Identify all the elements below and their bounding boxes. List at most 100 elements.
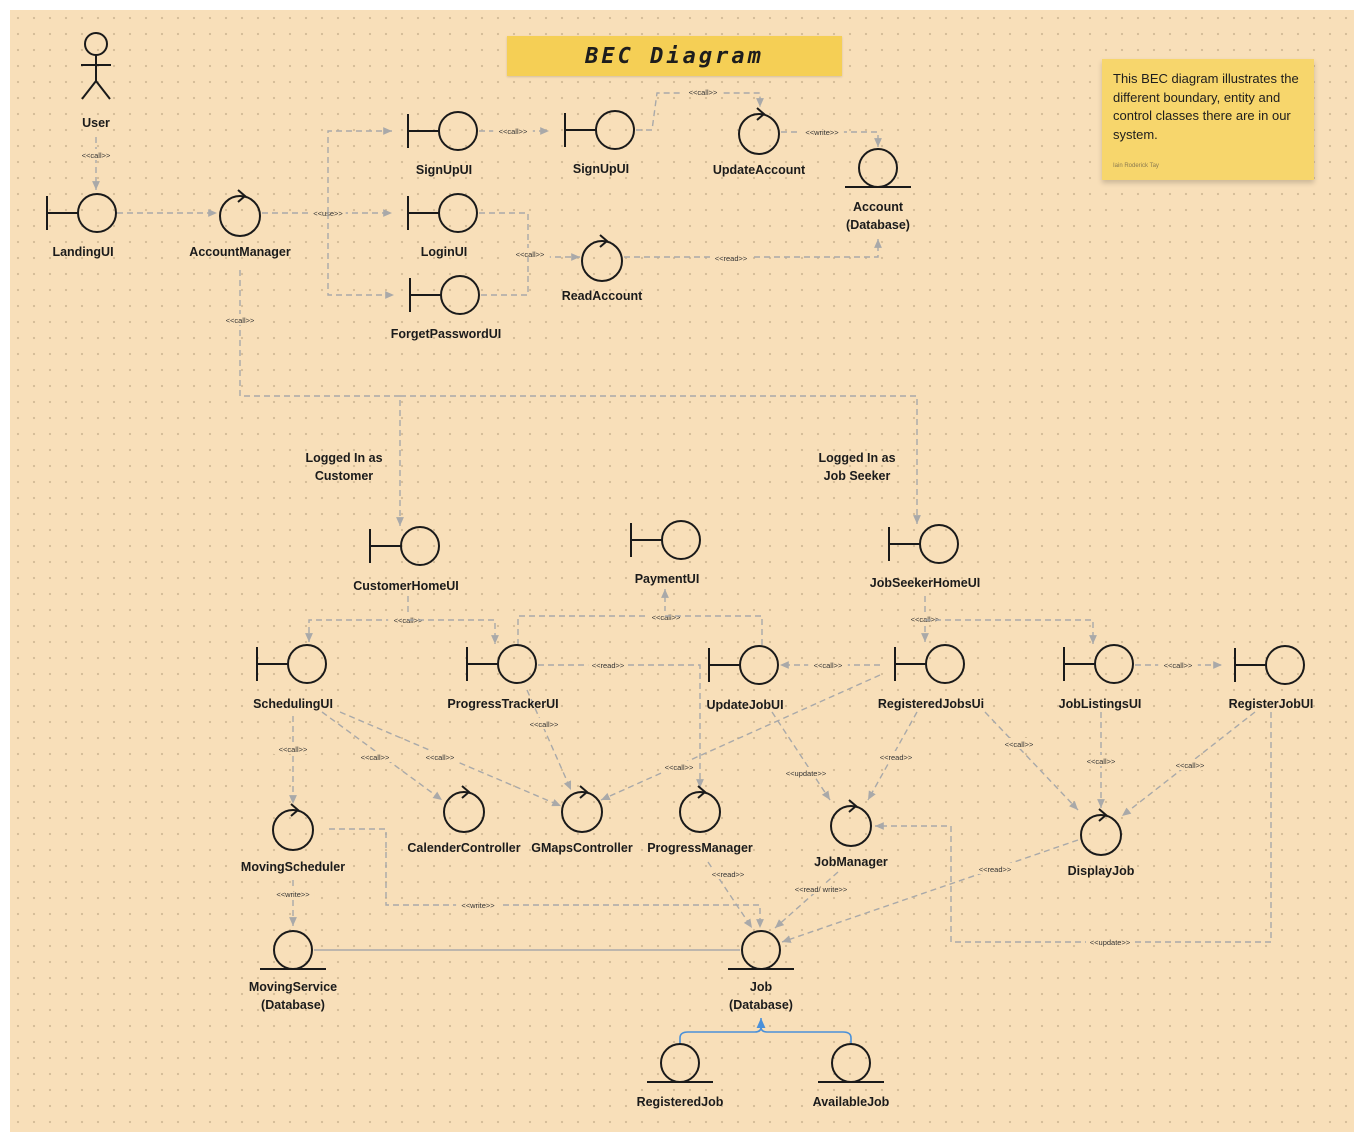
boundary-custhome[interactable] [369, 526, 440, 566]
boundary-signup1[interactable] [407, 111, 478, 151]
entity-account-sublabel: (Database) [846, 218, 910, 232]
relation-label-bg [220, 314, 260, 325]
boundary-registerjob[interactable] [1234, 645, 1305, 685]
relation-jobmgr-to-job [774, 871, 839, 929]
entity-registeredjob[interactable] [647, 1043, 713, 1083]
entity-job-sublabel: (Database) [729, 998, 793, 1012]
relation-updatejob-to-jobmgr [771, 711, 831, 801]
entity-movservice[interactable] [260, 930, 326, 970]
boundary-joblistings[interactable] [1063, 644, 1134, 684]
boundary-regjobsui-label: RegisteredJobsUi [878, 697, 984, 711]
relation-label-bg [1086, 936, 1134, 947]
boundary-login-label: LoginUI [421, 245, 468, 259]
relation-label: <<call>> [279, 745, 308, 754]
boundary-login[interactable] [407, 193, 478, 233]
boundary-forget-label: ForgetPasswordUI [391, 327, 501, 341]
boundary-signup2[interactable] [564, 110, 635, 150]
control-circle-icon [679, 791, 721, 833]
bec-diagram: <<call>><<use>><<call>><<call>><<write>>… [46, 32, 1313, 1109]
control-arrow-icon [461, 785, 471, 799]
boundary-landing[interactable] [46, 193, 117, 233]
boundary-custhome-label: CustomerHomeUI [353, 579, 459, 593]
relation-label: <<read>> [979, 865, 1012, 874]
control-circle-icon [272, 809, 314, 851]
boundary-circle-icon [1094, 644, 1134, 684]
relation-progtracker-to-payment [517, 589, 669, 645]
entity-circle-icon [831, 1043, 871, 1083]
relation-movsched-to-job [329, 828, 764, 928]
control-calender-label: CalenderController [407, 841, 520, 855]
relation-label-bg [708, 868, 748, 879]
control-readacc-label: ReadAccount [562, 289, 643, 303]
relation-label-bg [524, 718, 564, 729]
relation-label: <<read>> [880, 753, 913, 762]
relation-label: <<update>> [1090, 938, 1131, 947]
entity-job-label: Job [750, 980, 773, 994]
relation-label-bg [420, 751, 460, 762]
actor-user[interactable] [81, 32, 111, 100]
boundary-forget[interactable] [409, 275, 480, 315]
boundary-landing-label: LandingUI [52, 245, 113, 259]
relation-label-bg [782, 767, 830, 778]
boundary-signup2-label: SignUpUI [573, 162, 629, 176]
entity-account[interactable] [845, 148, 911, 188]
boundary-signup1-label: SignUpUI [416, 163, 472, 177]
group-jobseeker-line2: Job Seeker [824, 469, 891, 483]
diagram-title: BEC Diagram [585, 43, 764, 69]
control-arrow-icon [848, 799, 858, 813]
control-arrow-icon [697, 785, 707, 799]
control-progmgr[interactable] [679, 785, 721, 833]
boundary-circle-icon [440, 275, 480, 315]
boundary-payment[interactable] [630, 520, 701, 560]
entity-job[interactable] [728, 930, 794, 970]
boundary-joblistings-label: JobListingsUI [1059, 697, 1142, 711]
relation-custhome-to-progtracker [408, 619, 499, 644]
control-updateacc[interactable] [738, 107, 780, 155]
boundary-payment-label: PaymentUI [635, 572, 700, 586]
relation-custhome-to-scheduling [305, 596, 409, 642]
control-accmgr[interactable] [219, 189, 261, 237]
control-movsched-label: MovingScheduler [241, 860, 345, 874]
diagram-title-box: BEC Diagram [507, 36, 842, 76]
control-progmgr-label: ProgressManager [647, 841, 753, 855]
relation-label-bg [456, 899, 500, 910]
boundary-jshome[interactable] [888, 524, 959, 564]
entity-availablejob-label: AvailableJob [813, 1095, 890, 1109]
control-displayjob[interactable] [1080, 808, 1122, 856]
control-readacc[interactable] [581, 234, 623, 282]
boundary-scheduling-label: SchedulingUI [253, 697, 333, 711]
boundary-scheduling[interactable] [256, 644, 327, 684]
boundary-regjobsui[interactable] [894, 644, 965, 684]
relation-label: <<read>> [712, 870, 745, 879]
relation-updatejob-to-payment [665, 615, 763, 645]
relation-label: <<call>> [1164, 661, 1193, 670]
control-circle-icon [738, 113, 780, 155]
boundary-updatejob-label: UpdateJobUI [706, 698, 783, 712]
relation-label: <<write>> [461, 901, 495, 910]
relation-label: <<call>> [665, 763, 694, 772]
relation-label: <<call>> [1005, 740, 1034, 749]
control-updateacc-label: UpdateAccount [713, 163, 806, 177]
relation-login-to-readacc [479, 212, 580, 261]
control-arrow-icon [756, 107, 766, 121]
boundary-progtracker[interactable] [466, 644, 537, 684]
relation-registerjob-to-jobmgr [875, 712, 1272, 943]
relation-label: <<call>> [530, 720, 559, 729]
control-gmaps[interactable] [561, 785, 603, 833]
control-calender[interactable] [443, 785, 485, 833]
relation-label-bg [683, 86, 723, 97]
entity-availablejob[interactable] [818, 1043, 884, 1083]
control-circle-icon [561, 791, 603, 833]
sticky-note[interactable]: This BEC diagram illustrates the differe… [1102, 59, 1314, 180]
boundary-circle-icon [595, 110, 635, 150]
relation-forget-to-readacc [481, 257, 529, 296]
relation-label-bg [493, 125, 533, 136]
group-customer-line2: Customer [315, 469, 373, 483]
control-movsched[interactable] [272, 803, 314, 851]
relation-label-bg [876, 751, 916, 762]
control-jobmgr[interactable] [830, 799, 872, 847]
boundary-updatejob[interactable] [708, 645, 779, 685]
diagram-canvas: <<call>><<use>><<call>><<call>><<write>>… [10, 10, 1354, 1132]
relation-label: <<call>> [516, 250, 545, 259]
